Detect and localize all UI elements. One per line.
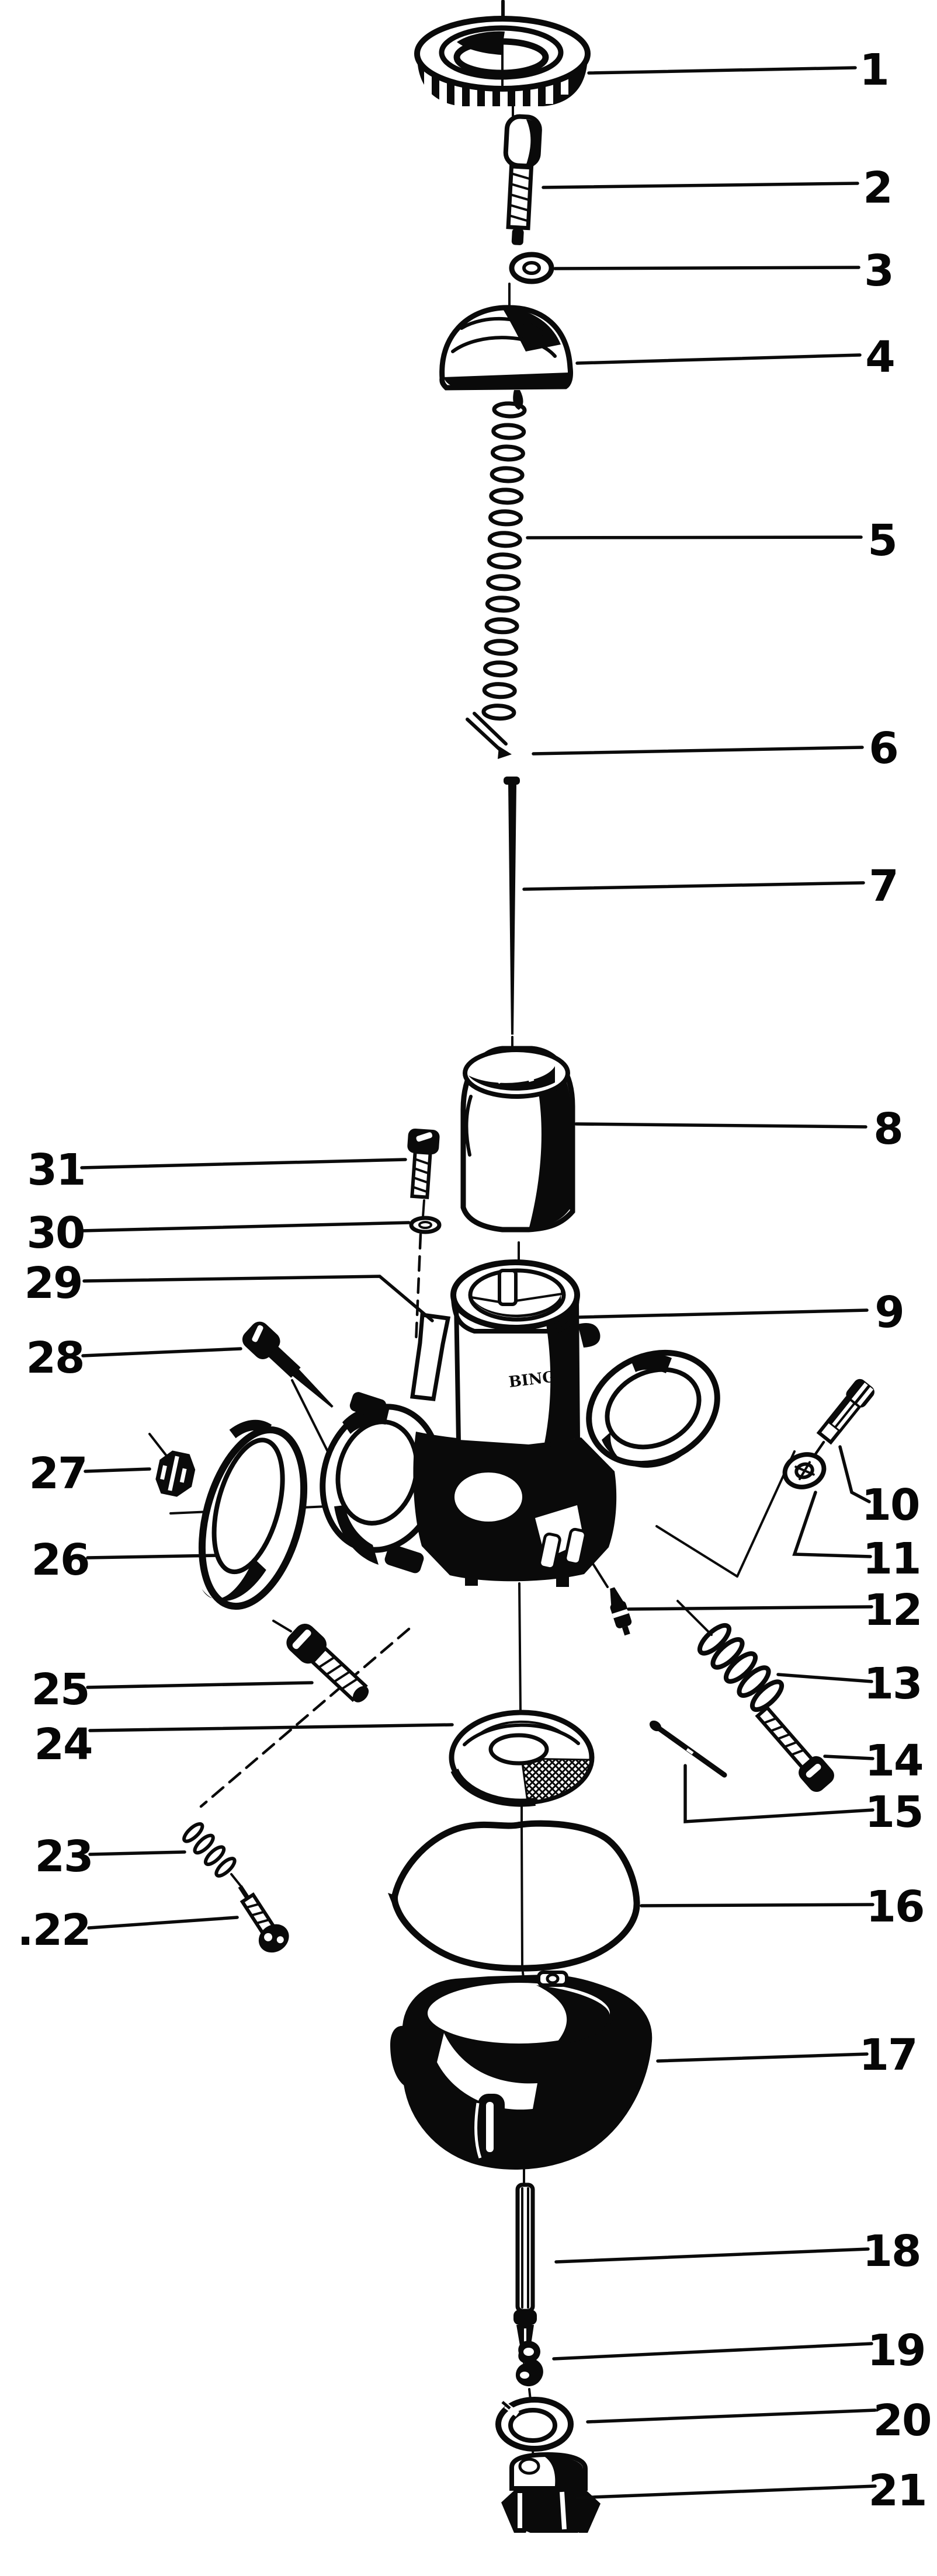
part-label-19: 19 — [867, 2326, 925, 2376]
knurled-cap — [414, 16, 591, 117]
leader-line-11 — [792, 1491, 872, 1558]
leader-line-31 — [80, 1158, 407, 1169]
leader-line-1 — [587, 66, 857, 75]
intake-flange-left — [320, 1392, 475, 1574]
part-label-5: 5 — [867, 516, 897, 566]
part-label-20: 20 — [873, 2396, 931, 2446]
part-label-18: 18 — [863, 2226, 921, 2276]
leader-line-27 — [84, 1467, 151, 1473]
screw-31 — [407, 1128, 440, 1199]
nut-27 — [155, 1450, 196, 1497]
leader-line-12 — [627, 1605, 873, 1611]
screw-14 — [755, 1705, 834, 1792]
float — [449, 1710, 595, 1807]
part-label-9: 9 — [874, 1287, 904, 1338]
leader-line-10 — [838, 1445, 871, 1503]
needle-clip — [466, 712, 512, 759]
leader-line-24 — [88, 1723, 454, 1732]
float-bowl — [390, 1971, 653, 2170]
bowl-gasket — [388, 1820, 640, 1972]
part-label-6: 6 — [869, 723, 898, 774]
part-label-31: 31 — [27, 1145, 85, 1195]
screw-28 — [242, 1321, 334, 1408]
part-label-27: 27 — [29, 1449, 87, 1499]
leader-line-9 — [578, 1308, 869, 1319]
jet-plug-19 — [515, 2341, 543, 2387]
part-label-10: 10 — [862, 1480, 919, 1530]
washer-30 — [409, 1216, 442, 1234]
leader-line-18 — [554, 2247, 870, 2264]
leader-line-16 — [640, 1903, 874, 1907]
leader-line-14 — [823, 1755, 874, 1760]
part-label-11: 11 — [863, 1534, 921, 1584]
leader-line-28 — [81, 1347, 242, 1357]
leader-line-19 — [552, 2342, 873, 2361]
float-needle-18 — [513, 2164, 537, 2380]
part-label-30: 30 — [27, 1208, 85, 1258]
washer-11 — [782, 1452, 827, 1489]
leader-line-30 — [80, 1221, 411, 1233]
clamp-ring — [198, 1419, 308, 1610]
leader-line-26 — [86, 1554, 219, 1559]
sealing-ring-20 — [495, 2397, 574, 2452]
leader-line-17 — [656, 2052, 869, 2063]
part-label-28: 28 — [26, 1333, 84, 1383]
part-label-8: 8 — [873, 1104, 903, 1154]
hinge-pin — [649, 1720, 727, 1778]
screw-25 — [286, 1623, 369, 1703]
leader-line-21 — [575, 2484, 877, 2500]
spring-13 — [696, 1621, 786, 1714]
throttle-slide — [460, 1046, 575, 1233]
leader-line-22 — [87, 1916, 239, 1930]
adjuster-screw — [503, 114, 542, 245]
part-label-29: 29 — [25, 1258, 82, 1308]
leader-line-4 — [575, 353, 862, 365]
leader-line-2 — [542, 182, 859, 189]
part-label-16: 16 — [866, 1882, 924, 1932]
part-label-15: 15 — [865, 1787, 923, 1837]
part-label-4: 4 — [865, 332, 894, 382]
part-number-labels: 1234567891011121314151617181920213130292… — [17, 45, 932, 2516]
leader-line-15 — [683, 1764, 874, 1823]
part-label-12: 12 — [864, 1585, 922, 1635]
jet-needle — [504, 777, 520, 1035]
part-label-2: 2 — [863, 163, 892, 213]
leader-line-13 — [776, 1673, 873, 1683]
throttle-spring — [484, 403, 525, 719]
union-bolt-21 — [501, 2452, 601, 2541]
plug-10 — [816, 1378, 874, 1445]
part-label-17: 17 — [859, 2030, 917, 2080]
leader-line-20 — [586, 2408, 877, 2424]
part-label-26: 26 — [32, 1535, 89, 1585]
leader-line-29 — [82, 1275, 434, 1322]
washer-3 — [509, 252, 554, 284]
float-valve — [610, 1587, 632, 1636]
leader-line-3 — [553, 266, 860, 270]
spring-23 — [182, 1821, 237, 1878]
intake-bell-right — [586, 1349, 720, 1468]
part-label-21: 21 — [869, 2466, 926, 2516]
leader-line-7 — [522, 881, 865, 891]
part-label-25: 25 — [32, 1665, 89, 1715]
leader-line-23 — [88, 1850, 186, 1856]
part-label-7: 7 — [869, 861, 898, 911]
part-label-1: 1 — [859, 45, 889, 95]
part-label-23: 23 — [35, 1832, 93, 1882]
screw-22 — [238, 1885, 289, 1953]
part-label-14: 14 — [865, 1736, 923, 1786]
top-cover — [439, 305, 573, 410]
part-label-3: 3 — [864, 246, 893, 296]
leader-line-6 — [532, 746, 864, 756]
leader-line-5 — [526, 535, 863, 539]
leader-lines — [80, 66, 877, 2500]
part-label-13: 13 — [864, 1659, 922, 1709]
leader-line-25 — [86, 1681, 314, 1689]
part-label-22: .22 — [17, 1905, 90, 1955]
leader-line-8 — [574, 1122, 867, 1129]
carburetor-body: BING — [320, 1259, 720, 1587]
part-label-24: 24 — [34, 1719, 92, 1770]
